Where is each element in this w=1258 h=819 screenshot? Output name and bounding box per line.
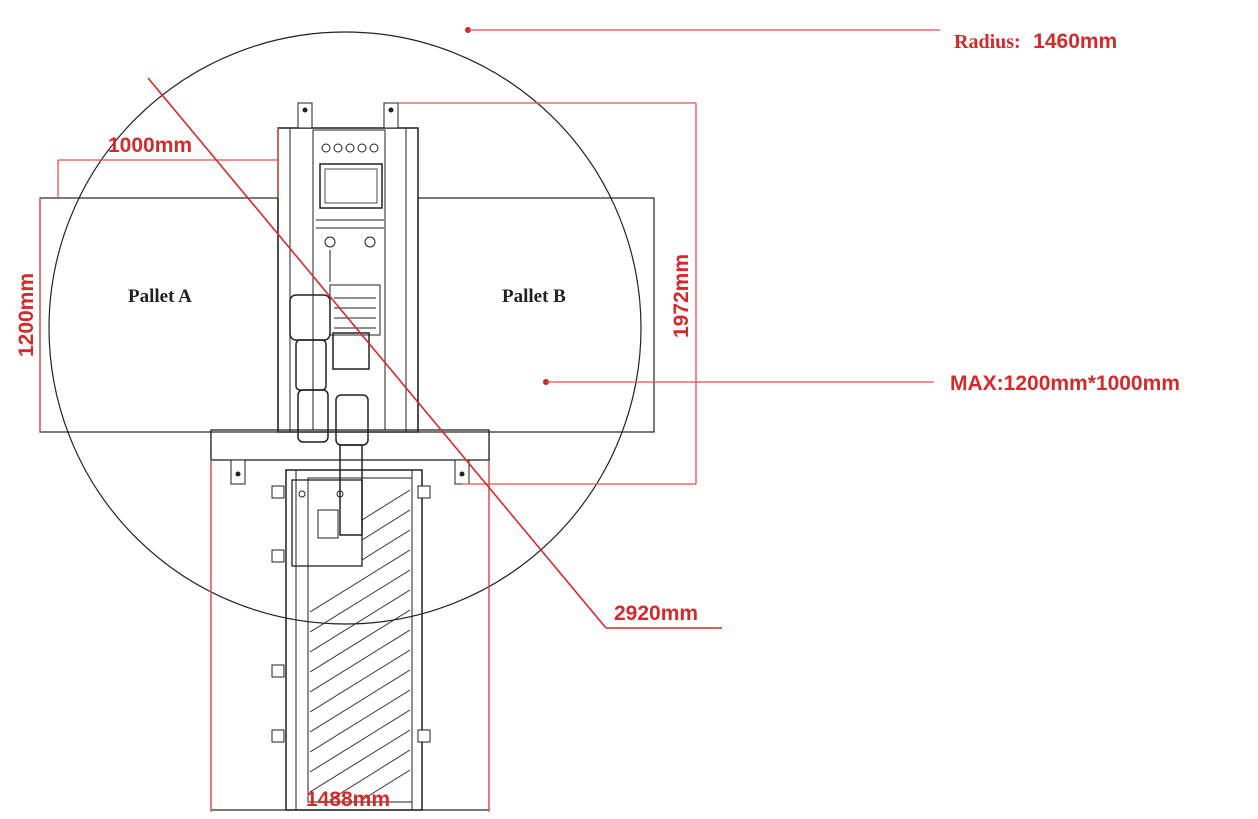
dim-2920mm: 2920mm xyxy=(147,77,722,629)
conveyor-rollers xyxy=(309,489,411,801)
pallet-a-outline xyxy=(39,197,279,433)
conveyor xyxy=(271,469,431,811)
column-feet xyxy=(230,459,470,485)
max-size-label: MAX:1200mm*1000mm xyxy=(950,372,1180,395)
dim-1000mm-label: 1000mm xyxy=(108,134,192,157)
radius-callout: Radius: 1460mm xyxy=(465,27,1117,53)
pallet-a-label: Pallet A xyxy=(128,286,192,307)
reach-circle xyxy=(48,31,642,625)
radius-prefix: Radius: xyxy=(954,31,1021,53)
radius-label: Radius: 1460mm xyxy=(954,30,1117,53)
dim-1972mm: 1972mm xyxy=(398,102,697,485)
dim-2920mm-label: 2920mm xyxy=(614,602,698,625)
pallet-b-label: Pallet B xyxy=(502,286,566,307)
pallet-b-outline xyxy=(417,197,655,433)
dim-1488mm: 1488mm xyxy=(210,460,490,812)
robot-column xyxy=(277,102,419,433)
dim-1972mm-label: 1972mm xyxy=(670,254,693,338)
dim-1000mm: 1000mm xyxy=(57,128,279,198)
dim-1200mm: 1200mm xyxy=(15,198,41,432)
max-size-callout: MAX:1200mm*1000mm xyxy=(543,372,1180,395)
conveyor-footprint xyxy=(210,431,490,811)
dim-1488mm-label: 1488mm xyxy=(306,788,390,811)
radius-value: 1460mm xyxy=(1033,30,1117,53)
dim-1200mm-label: 1200mm xyxy=(15,273,38,357)
control-screen xyxy=(319,163,383,209)
robot-arm xyxy=(289,294,370,536)
